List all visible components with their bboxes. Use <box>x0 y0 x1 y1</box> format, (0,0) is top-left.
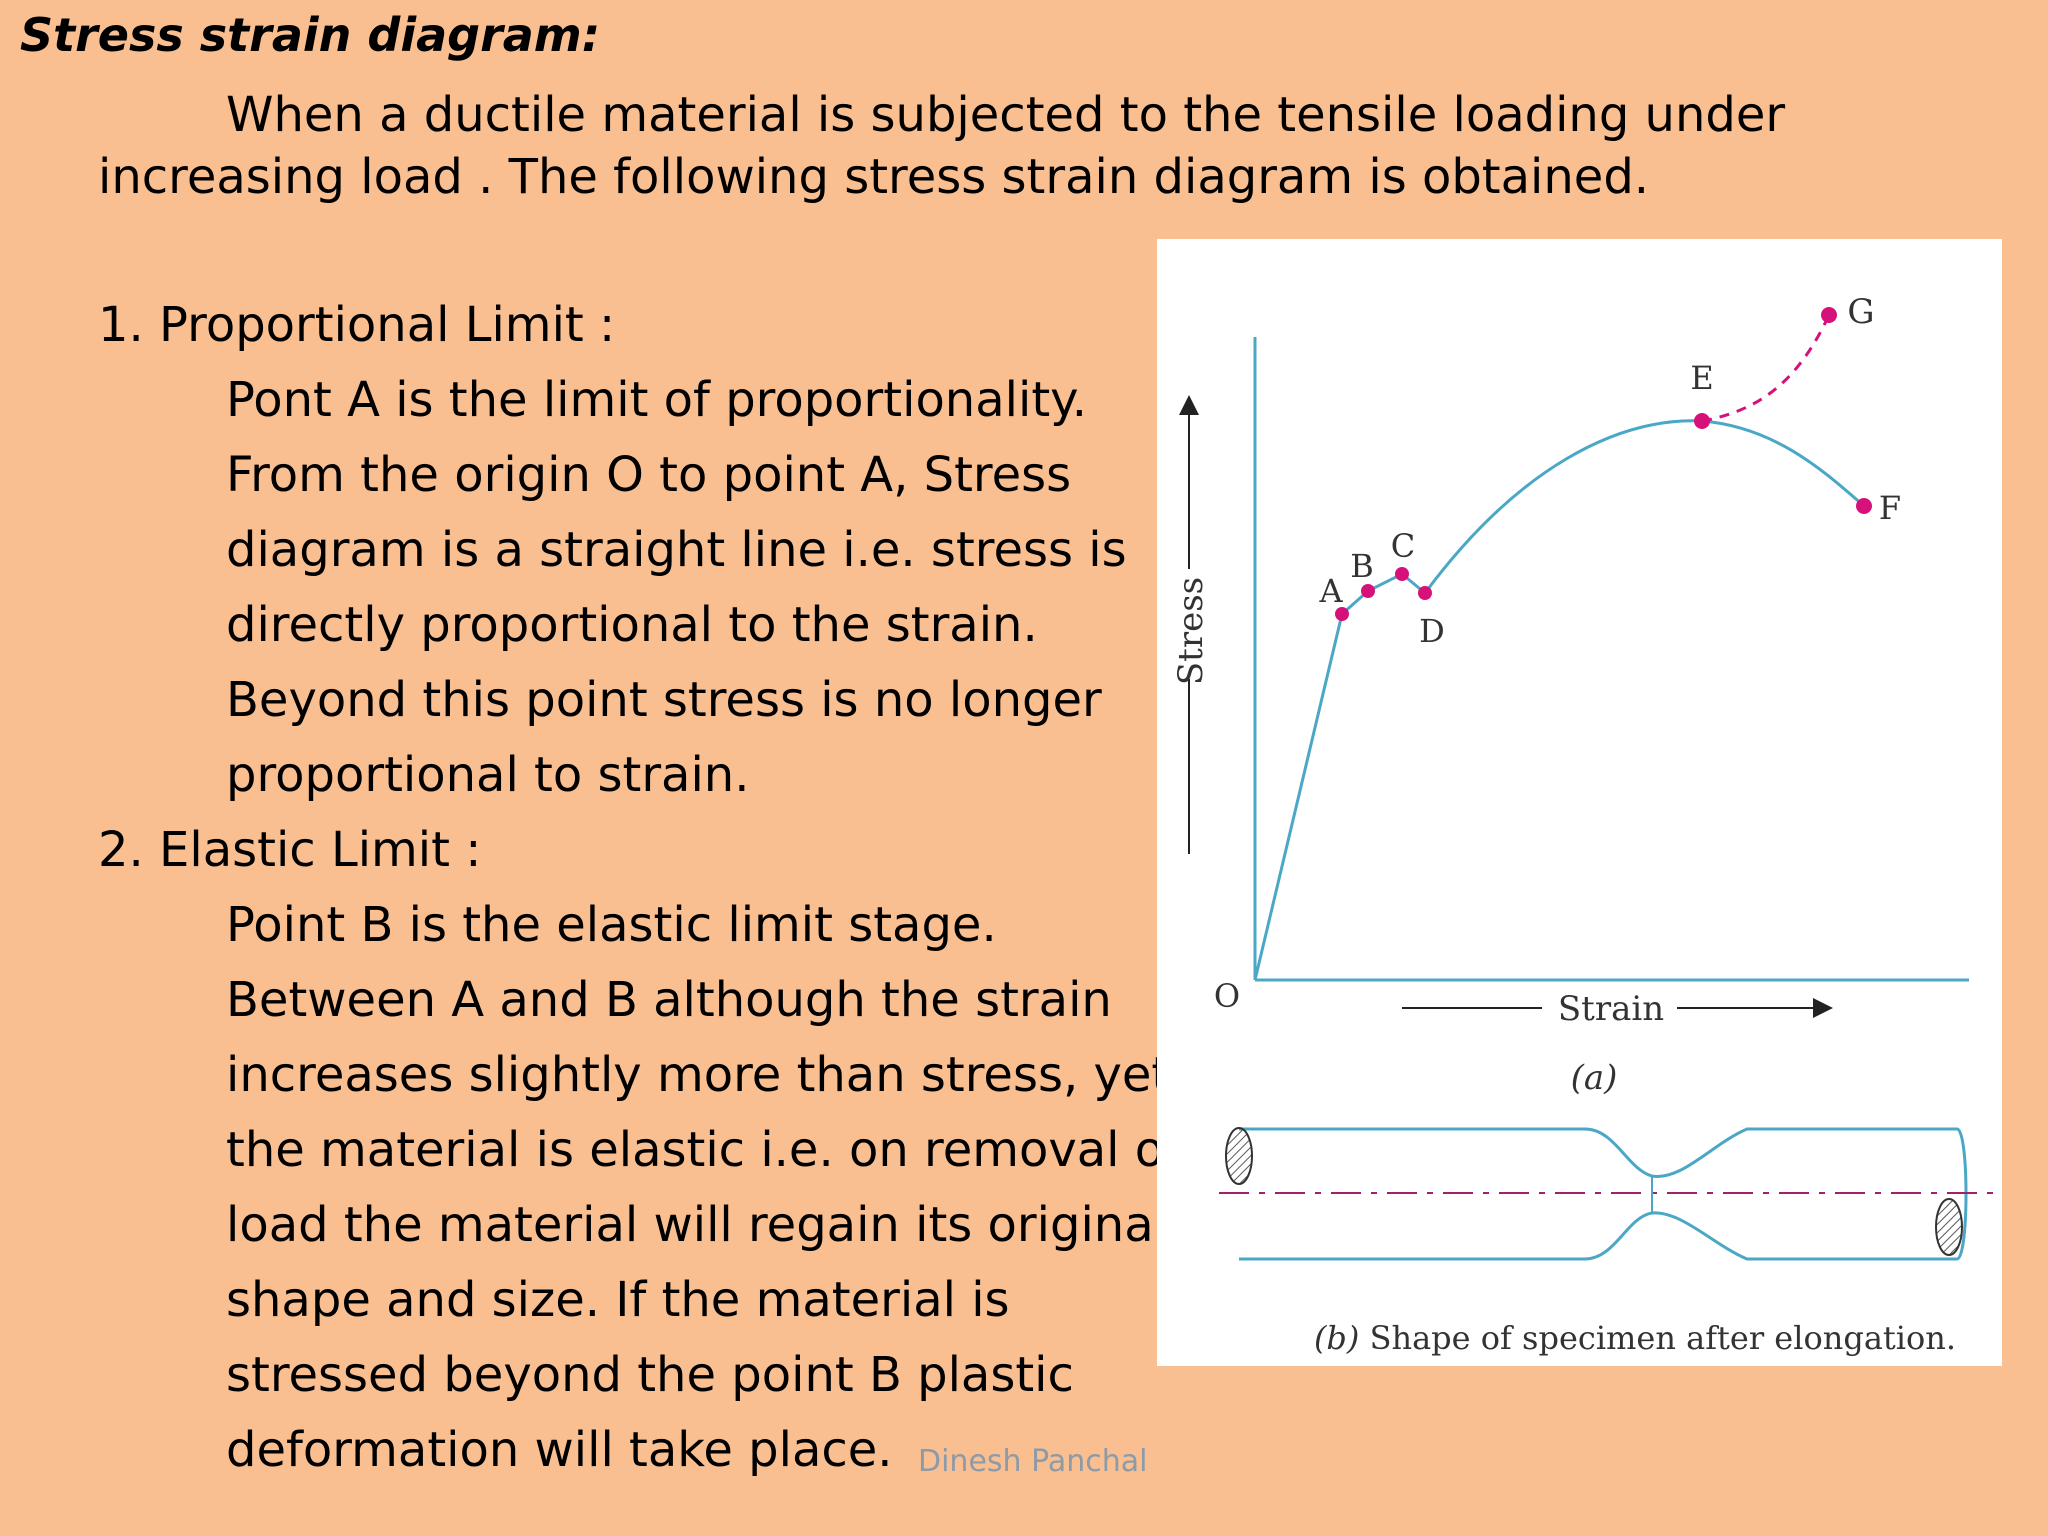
point-e-label: E <box>1690 359 1713 397</box>
elastic-limit-line-8: deformation will take place. <box>226 1422 893 1478</box>
author-watermark: Dinesh Panchal <box>918 1444 1148 1479</box>
elastic-limit-line-3: increases slightly more than stress, yet <box>226 1047 1171 1103</box>
proportional-limit-line-2: From the origin O to point A, Stress <box>226 447 1072 503</box>
proportional-limit-line-1: Pont A is the limit of proportionality. <box>226 372 1087 428</box>
point-c-marker <box>1395 567 1409 581</box>
specimen-drawing <box>1219 1127 1993 1261</box>
point-b-label: B <box>1350 547 1374 585</box>
stress-strain-curve <box>1253 419 1865 981</box>
elastic-limit-line-2: Between A and B although the strain <box>226 972 1112 1028</box>
section-heading-proportional-limit: 1. Proportional Limit : <box>98 297 616 353</box>
proportional-limit-line-5: Beyond this point stress is no longer <box>226 672 1102 728</box>
definitions-text: 1. Proportional Limit : Pont A is the li… <box>98 297 1181 1478</box>
point-g-label: G <box>1847 292 1874 332</box>
origin-label: O <box>1214 977 1240 1015</box>
point-f-marker <box>1856 498 1872 514</box>
point-f-label: F <box>1879 489 1901 527</box>
point-a-marker <box>1335 607 1349 621</box>
x-axis-label: Strain <box>1558 989 1664 1029</box>
section-heading-elastic-limit: 2. Elastic Limit : <box>98 822 482 878</box>
stress-strain-figure: Stress Strain O A B C D E F G (a) <box>1157 239 2002 1366</box>
slide-title: Stress strain diagram: <box>20 8 601 62</box>
true-stress-curve <box>1701 314 1831 423</box>
elastic-limit-line-6: shape and size. If the material is <box>226 1272 1010 1328</box>
point-c-label: C <box>1391 527 1415 565</box>
point-d-marker <box>1418 586 1432 600</box>
point-g-marker <box>1821 307 1837 323</box>
proportional-limit-line-3: diagram is a straight line i.e. stress i… <box>226 522 1127 578</box>
y-axis-label: Stress <box>1171 577 1211 685</box>
elastic-limit-line-1: Point B is the elastic limit stage. <box>226 897 997 953</box>
elastic-limit-line-5: load the material will regain its origin… <box>226 1197 1167 1253</box>
point-b-marker <box>1361 584 1375 598</box>
point-a-label: A <box>1318 572 1343 610</box>
elastic-limit-line-7: stressed beyond the point B plastic <box>226 1347 1074 1403</box>
caption-b: (b) Shape of specimen after elongation. <box>1314 1319 1956 1357</box>
caption-b-prefix: (b) <box>1314 1319 1359 1357</box>
point-e-marker <box>1694 413 1710 429</box>
proportional-limit-line-4: directly proportional to the strain. <box>226 597 1038 653</box>
intro-paragraph: When a ductile material is subjected to … <box>98 87 1786 205</box>
caption-b-text: Shape of specimen after elongation. <box>1359 1319 1956 1357</box>
stress-strain-diagram: Stress Strain O A B C D E F G (a) <box>1171 292 1993 1357</box>
caption-a: (a) <box>1571 1058 1618 1098</box>
proportional-limit-line-6: proportional to strain. <box>226 747 750 803</box>
elastic-limit-line-4: the material is elastic i.e. on removal … <box>226 1122 1182 1178</box>
point-d-label: D <box>1419 612 1445 650</box>
